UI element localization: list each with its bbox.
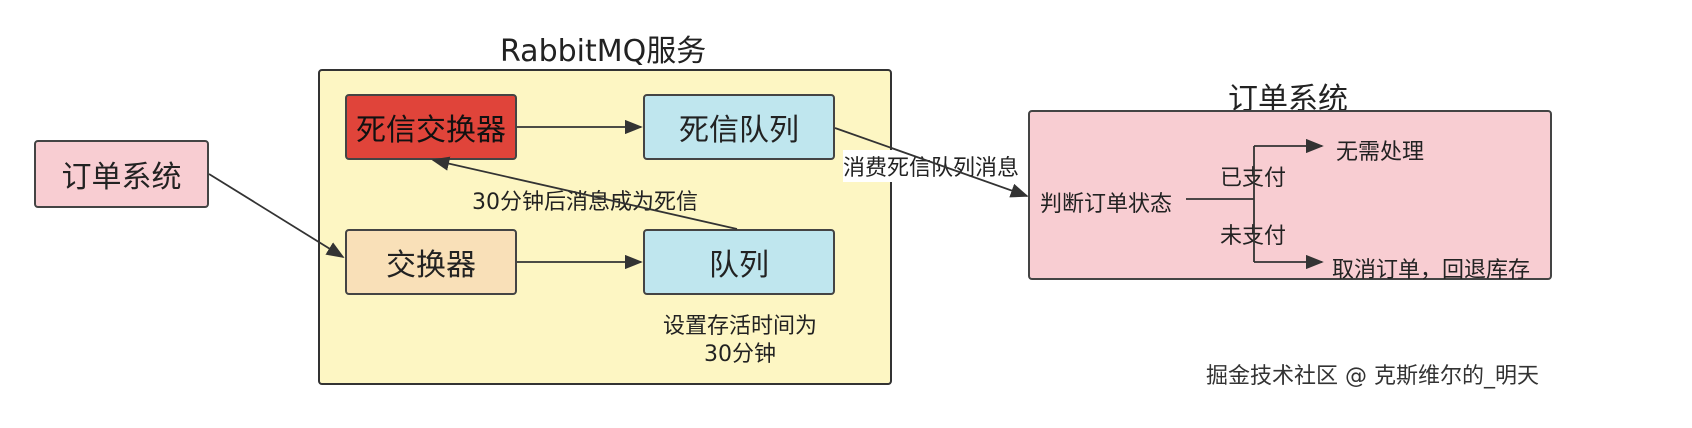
edge-order-to-exchange (208, 173, 345, 258)
no-action-label: 无需处理 (1336, 140, 1425, 165)
right-order-system-group (1028, 110, 1552, 280)
dead-exchange-node: 死信交换器 (345, 94, 517, 160)
edge-deadqueue-to-judge (834, 127, 1029, 198)
left-order-system-node: 订单系统 (34, 140, 209, 208)
ttl-note-line1: 设置存活时间为 (662, 314, 817, 339)
paid-label: 已支付 (1220, 166, 1287, 191)
judge-status-label: 判断订单状态 (1040, 192, 1173, 217)
edge-queue-to-deadexchange (431, 156, 738, 230)
watermark-text: 掘金技术社区 @ 克斯维尔的_明天 (1206, 364, 1539, 389)
queue-node: 队列 (643, 229, 835, 295)
exchange-node: 交换器 (345, 229, 517, 295)
dead-queue-node: 死信队列 (643, 94, 835, 160)
rabbitmq-title: RabbitMQ服务 (500, 34, 707, 69)
cancel-order-label: 取消订单，回退库存 (1332, 258, 1531, 283)
ttl-note-line2: 30分钟 (704, 342, 776, 367)
unpaid-label: 未支付 (1220, 224, 1287, 249)
consume-dead-queue-label: 消费死信队列消息 (843, 150, 1020, 182)
